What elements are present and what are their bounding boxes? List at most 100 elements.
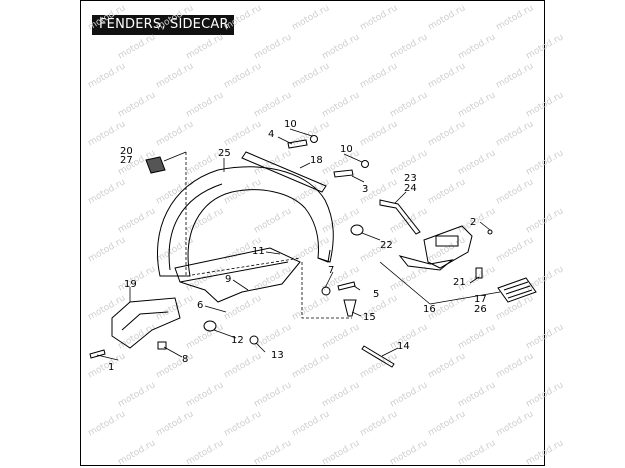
callout-labels: 1 2 3 4 5 6 7 8 9 10 10 11 12 13 14 15 1… (108, 119, 487, 373)
watermark-text: motod.ru (321, 90, 362, 119)
callout-25: 25 (218, 148, 231, 159)
watermark-text: motod.ru (117, 206, 158, 235)
callout-10a: 10 (284, 119, 297, 130)
lamp-part-17 (497, 277, 537, 303)
watermark-text: motod.ru (457, 380, 498, 409)
screw-part-2 (487, 229, 493, 235)
leader-lines (96, 128, 501, 361)
watermark-text: motod.ru (427, 119, 468, 148)
light-bracket-part (379, 199, 421, 235)
bolt-part-15 (343, 299, 357, 317)
bolt-part-4 (287, 139, 308, 149)
callout-6: 6 (197, 300, 203, 311)
watermark-text: motod.ru (495, 409, 536, 438)
watermark-text: motod.ru (389, 438, 430, 467)
callout-17: 17 (474, 294, 487, 305)
watermark-text: motod.ru (457, 206, 498, 235)
watermark-text: motod.ru (525, 90, 566, 119)
watermark-text: motod.ru (321, 206, 362, 235)
callout-18: 18 (310, 155, 323, 166)
callout-10b: 10 (340, 144, 353, 155)
callout-23: 23 (404, 173, 417, 184)
watermark-text: motod.ru (359, 3, 400, 32)
watermark-text: motod.ru (291, 409, 332, 438)
watermark-text: motod.ru (495, 351, 536, 380)
watermark-text: motod.ru (87, 119, 128, 148)
watermark-text: motod.ru (155, 351, 196, 380)
watermark-text: motod.ru (495, 293, 536, 322)
diagram-title: FENDERS, SIDECAR (92, 15, 234, 35)
watermark-text: motod.ru (87, 3, 128, 32)
callout-2: 2 (470, 217, 476, 228)
watermark-text: motod.ru (117, 32, 158, 61)
watermark-text: motod.ru (389, 206, 430, 235)
nut-part-10a (310, 135, 318, 143)
watermark-text: motod.ru (525, 32, 566, 61)
watermark-text: motod.ru (495, 119, 536, 148)
watermark-text: motod.ru (253, 264, 294, 293)
watermark-text: motod.ru (389, 90, 430, 119)
watermark-text: motod.ru (389, 32, 430, 61)
watermark-text: motod.ru (155, 61, 196, 90)
watermark-text: motod.ru (321, 32, 362, 61)
watermark-text: motod.ru (87, 293, 128, 322)
callout-27: 27 (120, 155, 133, 166)
watermark-text: motod.ru (291, 3, 332, 32)
watermark-text: motod.ru (223, 119, 264, 148)
callout-7: 7 (328, 265, 334, 276)
watermark-text: motod.ru (525, 322, 566, 351)
watermark-text: motod.ru (359, 119, 400, 148)
watermark-text: motod.ru (155, 409, 196, 438)
tail-light-base (398, 255, 454, 271)
watermark-text: motod.ru (185, 322, 226, 351)
watermark-text: motod.ru (321, 322, 362, 351)
lamp-part-lines (503, 281, 533, 299)
bushing-part-22 (350, 224, 364, 236)
watermark-text: motod.ru (359, 409, 400, 438)
watermark-text: motod.ru (117, 380, 158, 409)
callout-8: 8 (182, 354, 188, 365)
callout-14: 14 (397, 341, 410, 352)
watermark-text: motod.ru (495, 3, 536, 32)
watermark-text: motod.ru (525, 148, 566, 177)
callout-15: 15 (363, 312, 376, 323)
fender-lip (317, 249, 331, 263)
watermark-text: motod.ru (525, 206, 566, 235)
watermark-text: motod.ru (427, 177, 468, 206)
callout-1: 1 (108, 362, 114, 373)
watermark-text: motod.ru (495, 177, 536, 206)
callout-11: 11 (252, 246, 265, 257)
watermark-text: motod.ru (457, 32, 498, 61)
nut-part-13 (249, 335, 259, 345)
callout-3: 3 (362, 184, 368, 195)
watermark-text: motod.ru (253, 206, 294, 235)
watermark-text: motod.ru (223, 177, 264, 206)
watermark-text: motod.ru (359, 61, 400, 90)
watermark-text: motod.ru (457, 438, 498, 467)
watermark-text: motod.ru (457, 148, 498, 177)
watermark-text: motod.ru (185, 264, 226, 293)
callout-21: 21 (453, 277, 466, 288)
watermark-text: motod.ru (223, 351, 264, 380)
watermark-text: motod.ru (253, 32, 294, 61)
spacer-part-12 (203, 320, 217, 332)
watermark-text: motod.ru (495, 61, 536, 90)
watermark-text: motod.ru (457, 90, 498, 119)
watermark-text: motod.ru (253, 438, 294, 467)
watermark-text: motod.ru (525, 438, 566, 467)
callout-13: 13 (271, 350, 284, 361)
watermark-text: motod.ru (389, 264, 430, 293)
watermark-text: motod.ru (389, 380, 430, 409)
watermark-text: motod.ru (525, 380, 566, 409)
watermark-text: motod.ru (185, 438, 226, 467)
watermark-text: motod.ru (223, 61, 264, 90)
watermark-text: motod.ru (117, 322, 158, 351)
rod-part-14 (361, 345, 395, 368)
watermark-text: motod.ru (427, 409, 468, 438)
watermark-text: motod.ru (291, 61, 332, 90)
watermark-text: motod.ru (525, 264, 566, 293)
fender-rail-part (174, 247, 301, 303)
callout-9: 9 (225, 274, 231, 285)
watermark-text: motod.ru (253, 380, 294, 409)
